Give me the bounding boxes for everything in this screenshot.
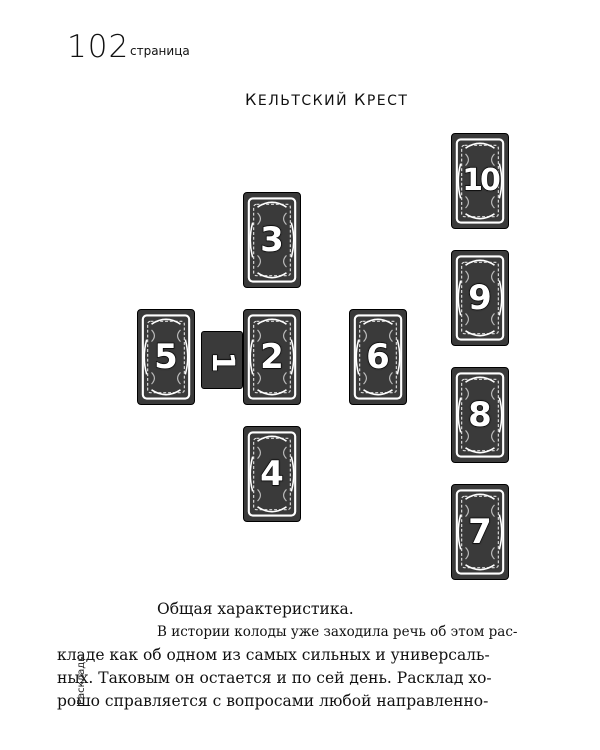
card-8: 8 [451, 367, 509, 463]
card-number-3: 3 [260, 220, 285, 260]
card-frame-ornament [455, 489, 505, 575]
spread-title-initial-1: К [245, 90, 258, 109]
body-line-3: ных. Таковым он остается и по сей день. … [57, 669, 492, 687]
card-frame-ornament [455, 138, 505, 224]
card-number-8: 8 [468, 395, 493, 435]
card-frame-ornament [141, 314, 191, 400]
card-6: 6 [349, 309, 407, 405]
card-10: 10 [451, 133, 509, 229]
body-line-1: В истории колоды уже заходила речь об эт… [157, 624, 518, 640]
card-frame-ornament [247, 314, 297, 400]
card-number-10: 10 [462, 162, 502, 198]
spread-title-part-1: ЕЛЬТСКИЙ [257, 93, 354, 109]
side-label: Расклады [76, 653, 87, 705]
body-line-2: кладе как об одном из самых сильных и ун… [57, 646, 490, 664]
card-number-9: 9 [468, 278, 493, 318]
spread-title: КЕЛЬТСКИЙ КРЕСТ [245, 90, 408, 109]
card-frame-ornament [455, 255, 505, 341]
card-number-2: 2 [260, 337, 285, 377]
card-number-4: 4 [260, 454, 285, 494]
body-line-4: рошо справляется с вопросами любой напра… [57, 692, 489, 710]
card-9: 9 [451, 250, 509, 346]
card-4: 4 [243, 426, 301, 522]
card-1: 1 [201, 331, 243, 389]
card-number-6: 6 [366, 337, 391, 377]
card-number-5: 5 [154, 337, 179, 377]
card-number-7: 7 [468, 512, 493, 552]
card-frame-ornament [455, 372, 505, 458]
card-frame-ornament [247, 197, 297, 283]
page-word: страница [130, 44, 190, 58]
card-3: 3 [243, 192, 301, 288]
card-7: 7 [451, 484, 509, 580]
card-frame-ornament [247, 431, 297, 517]
body-text: Общая характеристика. В истории колоды у… [57, 598, 522, 713]
card-5: 5 [137, 309, 195, 405]
page-number: 102 [67, 29, 130, 65]
section-heading: Общая характеристика. [157, 600, 354, 618]
spread-title-initial-2: К [354, 90, 367, 109]
card-frame-ornament [353, 314, 403, 400]
card-2: 2 [243, 309, 301, 405]
spread-title-part-2: РЕСТ [366, 93, 409, 109]
card-number-1: 1 [204, 351, 240, 369]
